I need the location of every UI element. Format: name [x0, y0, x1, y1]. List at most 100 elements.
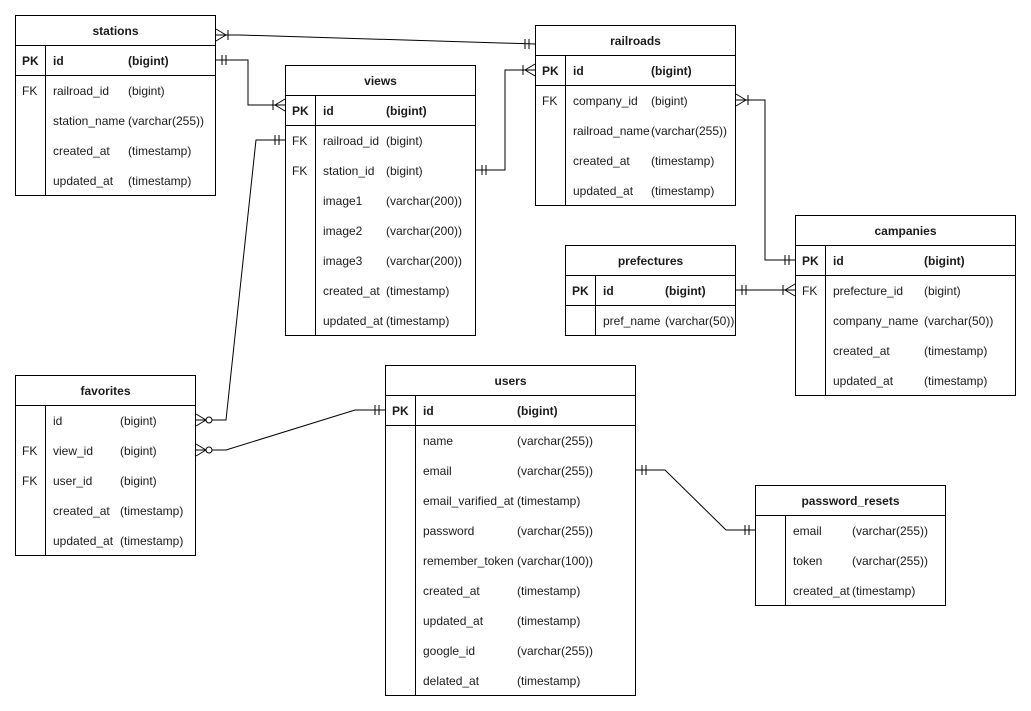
key-marker: PK: [22, 54, 39, 68]
column-name: railroad_id: [323, 134, 380, 148]
column-name: id: [53, 414, 63, 428]
zero-marker: [205, 446, 213, 454]
crowfoot-marker: [274, 104, 286, 112]
column-name: id: [573, 64, 584, 78]
key-marker: PK: [802, 254, 819, 268]
crowfoot-marker: [195, 449, 207, 457]
key-marker: FK: [292, 164, 308, 178]
column-row: created_at(timestamp): [796, 336, 1015, 366]
column-type: (bigint): [128, 84, 165, 98]
crowfoot-marker: [735, 99, 747, 107]
crowfoot-marker: [735, 93, 747, 101]
column-row: created_at (timestamp): [16, 496, 195, 526]
key-marker: PK: [572, 284, 589, 298]
column-row: id (bigint): [16, 406, 195, 436]
column-type: (bigint): [120, 414, 157, 428]
column-name: created_at: [53, 504, 110, 518]
column-name: image2: [323, 224, 363, 238]
column-type: (bigint): [120, 474, 157, 488]
column-type: (timestamp): [651, 154, 715, 168]
column-type: (bigint): [386, 164, 423, 178]
entity-title: stations: [16, 16, 215, 46]
column-name: user_id: [53, 474, 93, 488]
column-type: (timestamp): [120, 504, 184, 518]
column-type: (timestamp): [386, 284, 450, 298]
entity-title: views: [286, 66, 475, 96]
column-row: password(varchar(255)): [386, 516, 635, 546]
column-row: image1(varchar(200)): [286, 186, 475, 216]
column-name: token: [793, 554, 823, 568]
column-type: (timestamp): [852, 584, 916, 598]
column-row: updated_at(timestamp): [386, 606, 635, 636]
column-name: id: [323, 104, 334, 118]
column-type: (timestamp): [517, 614, 581, 628]
crowfoot-marker: [784, 289, 796, 297]
column-name: updated_at: [53, 534, 114, 548]
column-name: station_name: [53, 114, 126, 128]
column-type: (timestamp): [517, 674, 581, 688]
column-type: (timestamp): [128, 174, 192, 188]
key-marker: FK: [542, 94, 558, 108]
column-type: (bigint): [924, 254, 965, 268]
primary-key-row: PK id (bigint): [286, 96, 475, 126]
column-name: delated_at: [423, 674, 480, 688]
column-type: (timestamp): [924, 344, 988, 358]
column-name: company_id: [573, 94, 638, 108]
column-name: updated_at: [323, 314, 384, 328]
column-row: image2 (varchar(200)): [286, 216, 475, 246]
column-type: (bigint): [517, 404, 558, 418]
key-marker: PK: [292, 104, 309, 118]
crowfoot-marker: [195, 419, 207, 427]
column-row: created_at(timestamp): [16, 136, 215, 166]
crowfoot-marker: [195, 413, 207, 421]
column-type: (varchar(255)): [852, 524, 929, 538]
column-name: updated_at: [833, 374, 894, 388]
column-name: google_id: [423, 644, 476, 658]
column-name: created_at: [53, 144, 110, 158]
column-type: (varchar(200)): [386, 254, 463, 268]
column-name: name: [423, 434, 454, 448]
column-type: (varchar(200)): [386, 224, 463, 238]
crowfoot-marker: [524, 63, 536, 71]
column-row: delated_at (timestamp): [386, 666, 635, 696]
column-row: email (varchar(255)): [756, 516, 945, 546]
column-type: (bigint): [386, 104, 427, 118]
column-row: created_at(timestamp): [386, 576, 635, 606]
column-row: pref_name(varchar(50)): [566, 306, 735, 336]
relation-stations-railroads: [216, 34, 536, 45]
column-name: email: [793, 524, 822, 538]
crowfoot-marker: [215, 28, 227, 36]
column-name: company_name: [833, 314, 919, 328]
column-name: updated_at: [573, 184, 634, 198]
column-row: email(varchar(255)): [386, 456, 635, 486]
entity-title: password_resets: [756, 486, 945, 516]
crowfoot-marker: [784, 283, 796, 291]
column-row: updated_at(timestamp): [16, 526, 195, 556]
column-row: updated_at(timestamp): [286, 306, 475, 336]
column-row: remember_token(varchar(100)): [386, 546, 635, 576]
column-type: (bigint): [924, 284, 961, 298]
key-marker: FK: [22, 84, 38, 98]
column-name: id: [833, 254, 844, 268]
column-type: (bigint): [651, 64, 692, 78]
column-type: (varchar(255)): [651, 124, 728, 138]
column-type: (bigint): [120, 444, 157, 458]
key-marker: FK: [22, 444, 38, 458]
key-marker: FK: [802, 284, 818, 298]
column-type: (varchar(50)): [665, 314, 735, 328]
column-row: google_id(varchar(255)): [386, 636, 635, 666]
